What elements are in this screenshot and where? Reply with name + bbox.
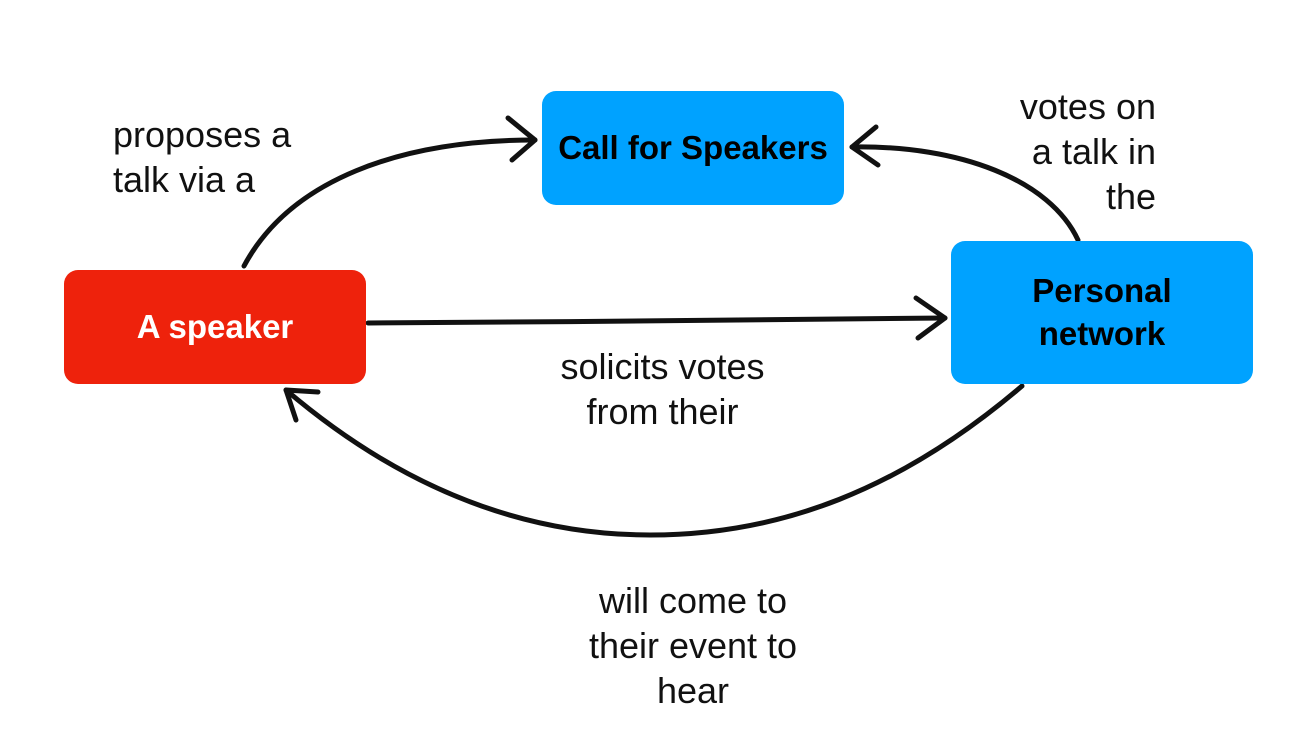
node-speaker: A speaker [64, 270, 366, 384]
arrowhead-votes [849, 124, 881, 168]
node-speaker-label: A speaker [136, 307, 294, 345]
arrowhead-proposes [505, 115, 538, 163]
node-call-for-speakers-label: Call for Speakers [558, 128, 828, 166]
edge-label-proposes: proposes a talk via a [113, 114, 292, 200]
edge-label-will-come: will come to their event to hear [588, 580, 798, 711]
arrow-solicits [365, 315, 948, 326]
edge-label-votes: votes on a talk in the [1019, 86, 1156, 217]
arrow-proposes [241, 137, 538, 269]
node-call-for-speakers: Call for Speakers [542, 91, 844, 205]
arrow-will-come [283, 383, 1025, 538]
arrowhead-will-come [283, 387, 321, 423]
node-personal-network: Personal network [951, 241, 1253, 384]
edge-label-solicits: solicits votes from their [560, 346, 765, 432]
arrowhead-solicits [913, 295, 948, 341]
arrow-votes [849, 144, 1081, 243]
node-personal-network-label: Personal network [1032, 271, 1172, 352]
